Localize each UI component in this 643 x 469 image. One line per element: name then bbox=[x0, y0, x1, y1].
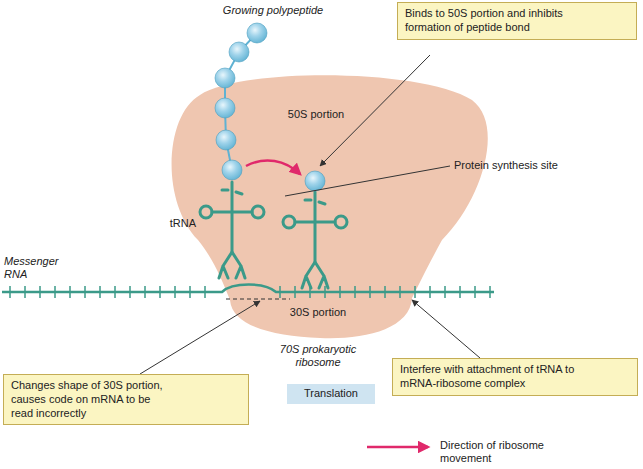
callout-box: Binds to 50S portion and inhibits format… bbox=[397, 2, 637, 40]
process-label-box: Translation bbox=[287, 384, 375, 404]
dashed-line bbox=[226, 299, 290, 300]
title-label: Growing polypeptide bbox=[213, 4, 333, 17]
peptide-transfer-arrow bbox=[246, 160, 300, 174]
callout-box: Changes shape of 30S portion, causes cod… bbox=[3, 374, 249, 425]
part-label: Messenger RNA bbox=[4, 255, 74, 281]
amino-acid-beads bbox=[215, 23, 325, 191]
part-label: 70S prokaryotic ribosome bbox=[268, 343, 368, 369]
callout-text: Changes shape of 30S portion, causes cod… bbox=[11, 379, 171, 420]
part-label: Protein synthesis site bbox=[454, 159, 584, 172]
callout-text: Binds to 50S portion and inhibits format… bbox=[405, 7, 605, 35]
leader-line bbox=[285, 166, 450, 196]
legend-text: Direction of ribosome movement bbox=[440, 439, 560, 465]
ribosome-body bbox=[172, 75, 488, 338]
leader-arrow bbox=[412, 300, 480, 358]
legend-arrow bbox=[367, 446, 428, 449]
part-label: tRNA bbox=[162, 217, 196, 230]
part-label: 30S portion bbox=[285, 306, 351, 319]
part-label: 50S portion bbox=[285, 108, 347, 121]
trna-left bbox=[200, 182, 264, 278]
callout-text: Interfere with attachment of tRNA to mRN… bbox=[400, 363, 590, 391]
callout-box: Interfere with attachment of tRNA to mRN… bbox=[392, 358, 638, 396]
mrna-strand bbox=[2, 285, 494, 299]
leader-arrow bbox=[140, 301, 260, 374]
process-label: Translation bbox=[293, 387, 369, 401]
trna-right bbox=[283, 192, 347, 288]
